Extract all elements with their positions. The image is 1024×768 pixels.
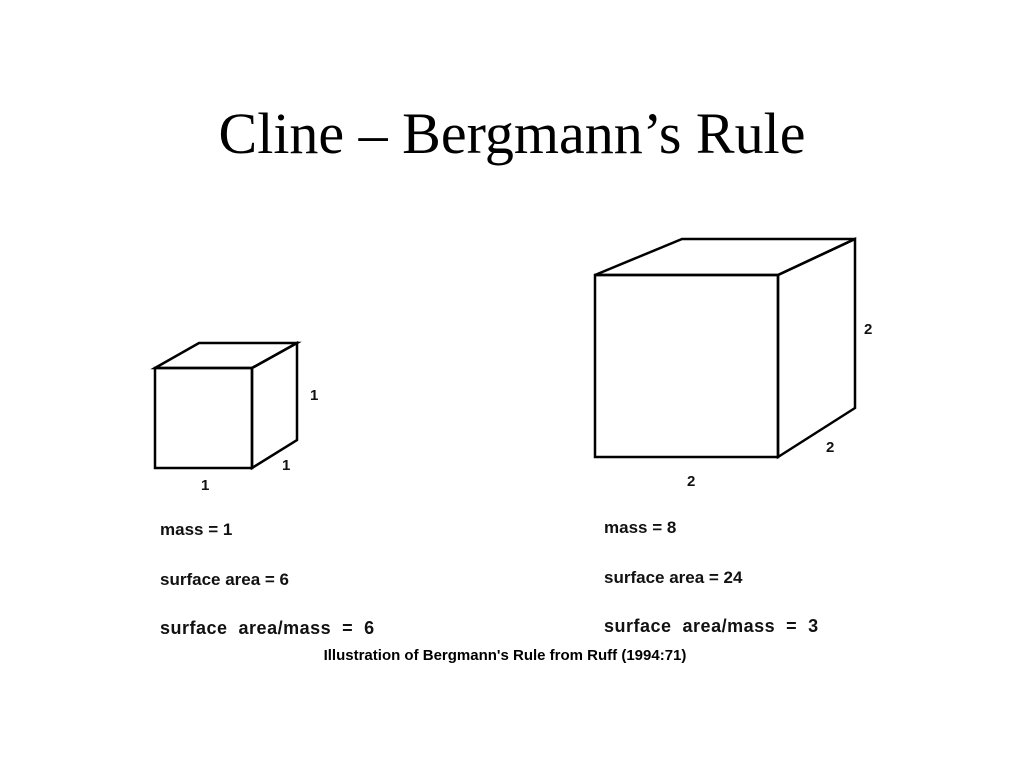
small-cube-height-label: 1 [310,387,318,404]
small-cube-mass: mass = 1 [160,520,233,539]
figure-caption: Illustration of Bergmann's Rule from Ruf… [323,647,687,664]
small-cube-front-face [153,366,254,470]
large-cube-width-label: 2 [687,473,695,490]
large-cube-side-face [776,237,857,460]
small-cube-width-label: 1 [201,477,209,494]
small-cube-side-face [250,340,299,471]
large-cube-front-face [593,273,780,459]
small-cube-surface-area: surface area = 6 [160,570,290,589]
large-cube-mass: mass = 8 [604,518,677,537]
large-cube-ratio: surface area/mass = 3 [604,616,819,636]
small-cube-ratio: surface area/mass = 6 [160,618,375,638]
slide-title: Cline – Bergmann’s Rule [218,101,806,166]
large-cube-depth-label: 2 [826,439,834,456]
large-cube-surface-area: surface area = 24 [604,568,743,587]
large-cube [593,237,857,460]
small-cube-depth-label: 1 [282,457,290,474]
large-cube-height-label: 2 [864,321,872,338]
small-cube [150,340,302,471]
